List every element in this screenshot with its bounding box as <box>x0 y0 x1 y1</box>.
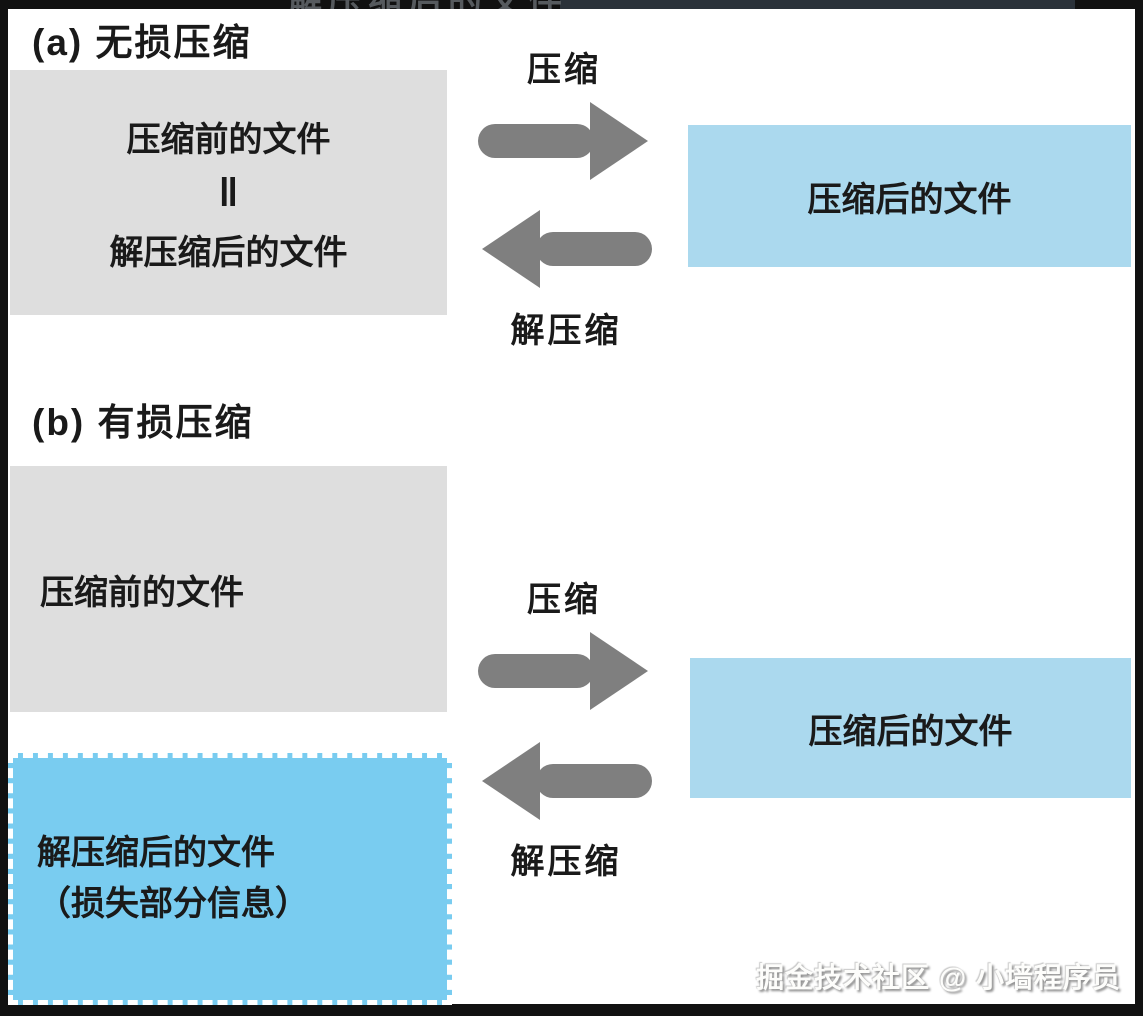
section-b-decompress-label: 解压缩 <box>510 843 622 881</box>
section-b-result-box: 压缩后的文件 <box>690 658 1131 798</box>
clipped-previous-text: 解压缩后的文件 <box>228 0 628 9</box>
clipped-previous-text-label: 解压缩后的文件 <box>288 0 568 9</box>
section-a-decompress-arrow-icon <box>478 204 654 294</box>
section-b-decompressed-line2: （损失部分信息） <box>37 885 309 923</box>
section-b-decompress-arrow-icon <box>478 736 654 826</box>
section-b-heading: (b) 有损压缩 <box>32 402 254 443</box>
section-b-compress-arrow-icon <box>476 626 652 716</box>
section-a-source-box: 压缩前的文件 ‖ 解压缩后的文件 <box>10 70 447 315</box>
section-b-decompressed-line1: 解压缩后的文件 <box>37 834 275 872</box>
watermark-text: 掘金技术社区 @ 小墙程序员 <box>756 962 1121 993</box>
section-a-result-box: 压缩后的文件 <box>688 125 1131 267</box>
bottom-frame-bar <box>0 1004 1143 1016</box>
section-a-result-label: 压缩后的文件 <box>807 180 1012 219</box>
section-a-decompress-label: 解压缩 <box>510 312 622 350</box>
right-frame-bar <box>1135 0 1143 1016</box>
section-a-compress-label: 压缩 <box>527 51 601 89</box>
section-a-heading: (a) 无损压缩 <box>32 22 252 63</box>
section-b-source-box: 压缩前的文件 <box>10 466 447 712</box>
section-a-source-line2: 解压缩后的文件 <box>109 233 348 272</box>
top-frame-slate-segment <box>560 0 1075 9</box>
section-a-compress-arrow-icon <box>476 96 652 186</box>
section-b-result-label: 压缩后的文件 <box>808 712 1013 751</box>
top-frame-bar: 解压缩后的文件 <box>0 0 1143 9</box>
left-frame-bar <box>0 0 8 1016</box>
section-b-source-label: 压缩前的文件 <box>40 573 244 612</box>
section-b-decompressed-box: 解压缩后的文件 （损失部分信息） <box>8 753 452 1005</box>
equals-symbol: ‖ <box>218 170 239 215</box>
section-b-compress-label: 压缩 <box>527 581 601 619</box>
section-a-source-line1: 压缩前的文件 <box>126 120 331 159</box>
